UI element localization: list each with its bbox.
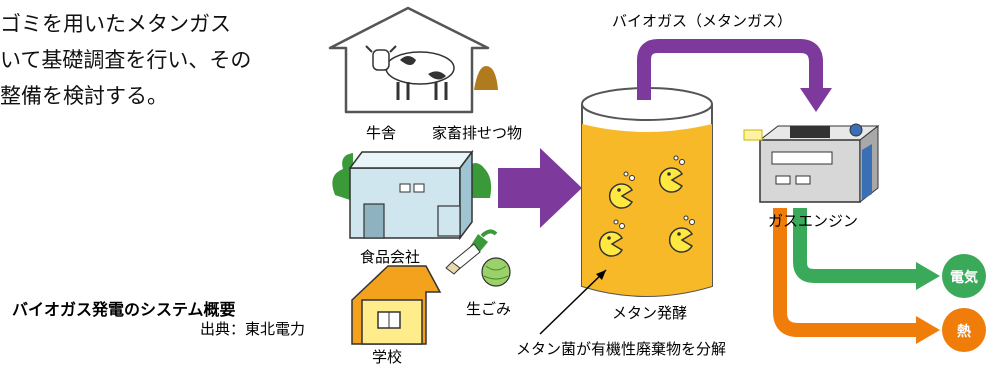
label-fermentation: メタン発酵 <box>612 304 688 322</box>
input-arrow <box>498 148 582 228</box>
label-heat: 熱 <box>957 324 971 340</box>
gas-engine-illustration <box>743 123 880 204</box>
bacteria-icons <box>598 155 695 257</box>
intro-line-3: 整備を検討する。 <box>0 84 168 108</box>
manure-icon <box>474 66 498 90</box>
label-food-company: 食品会社 <box>360 248 421 266</box>
label-livestock-waste: 家畜排せつ物 <box>432 124 523 142</box>
heat-circle <box>942 308 986 352</box>
intro-paragraph: ゴミを用いたメタンガス いて基礎調査を行い、その 整備を検討する。 <box>0 6 310 114</box>
school-illustration <box>351 265 442 345</box>
label-gas-engine: ガスエンジン <box>768 212 859 230</box>
label-electricity: 電気 <box>950 270 978 286</box>
diagram-caption-title: バイオガス発電のシステム概要 <box>12 300 236 319</box>
electricity-arrow <box>793 208 922 283</box>
food-company-illustration <box>332 149 492 241</box>
label-bacteria-note: メタン菌が有機性廃棄物を分解 <box>516 340 727 358</box>
cow-icon <box>365 45 455 100</box>
label-barn: 牛舎 <box>366 124 397 142</box>
label-school: 学校 <box>372 348 403 366</box>
barn-illustration <box>328 6 498 114</box>
intro-line-1: ゴミを用いたメタンガス <box>0 12 231 36</box>
bacteria-pointer <box>539 269 607 335</box>
biogas-arrow <box>637 39 823 100</box>
garbage-illustration <box>445 229 511 287</box>
label-garbage: 生ごみ <box>466 300 512 318</box>
label-biogas: バイオガス（メタンガス） <box>612 12 793 30</box>
heat-arrow <box>773 208 922 337</box>
diagram-caption-source: 出典：東北電力 <box>200 320 306 338</box>
intro-line-2: いて基礎調査を行い、その <box>0 48 252 72</box>
fermentation-tank <box>581 87 713 297</box>
electricity-circle <box>942 254 986 298</box>
